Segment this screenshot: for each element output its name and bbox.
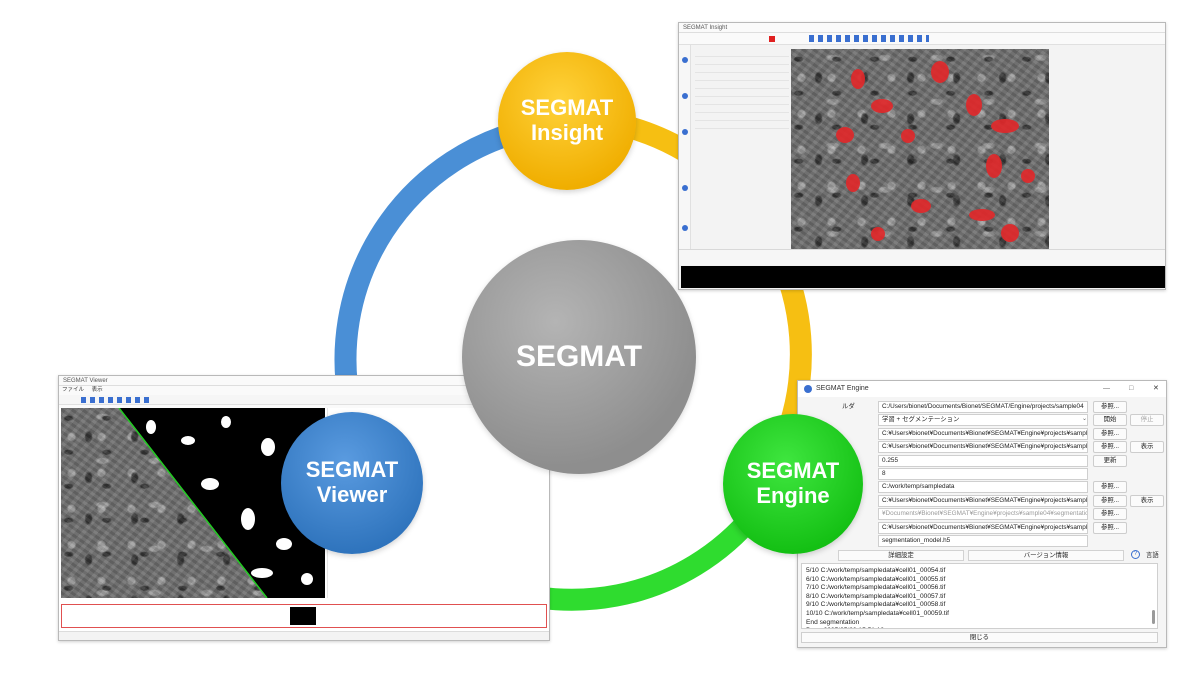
viewer-thumbnail-strip[interactable] bbox=[61, 604, 547, 628]
engine-field[interactable]: C:/Users/bionet/Documents/Bionet/SEGMAT/… bbox=[878, 401, 1088, 413]
center-label: SEGMAT bbox=[515, 340, 643, 374]
insight-param-panel[interactable] bbox=[695, 49, 789, 133]
engine-titlebar: SEGMAT Engine — □ ✕ bbox=[798, 381, 1166, 397]
engine-row-button[interactable]: 参照... bbox=[1093, 427, 1127, 440]
nav-icon[interactable] bbox=[682, 93, 688, 99]
engine-row-button[interactable]: 表示 bbox=[1130, 441, 1164, 454]
chevron-down-icon[interactable]: ⌄ bbox=[1082, 416, 1088, 423]
engine-row-button[interactable]: 停止 bbox=[1130, 414, 1164, 427]
engine-line1: SEGMAT bbox=[746, 458, 840, 484]
insight-title: SEGMAT Insight bbox=[683, 25, 728, 31]
tool-icons[interactable] bbox=[809, 35, 929, 42]
viewer-tool-icons[interactable] bbox=[81, 397, 153, 403]
nav-icon[interactable] bbox=[682, 185, 688, 191]
engine-title: SEGMAT Engine bbox=[816, 385, 869, 392]
engine-line2: Engine bbox=[756, 483, 830, 508]
tab-version-info[interactable]: バージョン情報 bbox=[968, 550, 1124, 561]
viewer-menubar[interactable]: ファイル 表示 bbox=[59, 386, 549, 395]
engine-field[interactable]: 学習 + セグメンテーション bbox=[878, 414, 1088, 427]
viewer-statusbar bbox=[59, 631, 549, 640]
insight-bottom-panel bbox=[679, 249, 1165, 265]
engine-row-button[interactable]: 参照... bbox=[1093, 481, 1127, 494]
menu-file[interactable]: ファイル bbox=[62, 387, 85, 393]
engine-row-button[interactable]: 表示 bbox=[1130, 494, 1164, 507]
engine-row-button[interactable]: 開始 bbox=[1093, 414, 1127, 427]
insight-line2: Insight bbox=[530, 120, 604, 145]
engine-field[interactable]: segmentation_model.h5 bbox=[878, 535, 1088, 547]
nav-icon[interactable] bbox=[682, 57, 688, 63]
close-button[interactable]: 閉じる bbox=[801, 632, 1158, 643]
engine-row-button[interactable]: 更新 bbox=[1093, 454, 1127, 467]
viewer-title: SEGMAT Viewer bbox=[63, 378, 108, 384]
log-line: Done 2025/05/20 15:51:12 bbox=[806, 627, 1157, 628]
engine-row-button[interactable]: 参照... bbox=[1093, 521, 1127, 534]
engine-row-button[interactable]: 参照... bbox=[1093, 508, 1127, 521]
language-label[interactable]: 言語 bbox=[1146, 552, 1159, 559]
log-line: 8/10 C:/work/temp/sampledata¥cell01_0005… bbox=[806, 592, 946, 600]
engine-field[interactable]: ¥Documents¥Bionet¥SEGMAT¥Engine¥projects… bbox=[878, 508, 1088, 521]
viewer-line2: Viewer bbox=[316, 482, 388, 507]
viewer-line1: SEGMAT bbox=[305, 457, 399, 483]
engine-field[interactable]: C:¥Users¥bionet¥Documents¥Bionet¥SEGMAT¥… bbox=[878, 427, 1088, 440]
split-line[interactable] bbox=[61, 408, 325, 598]
log-line: 9/10 C:/work/temp/sampledata¥cell01_0005… bbox=[806, 601, 946, 609]
minimize-icon[interactable]: — bbox=[1103, 385, 1110, 392]
engine-field[interactable]: C:/work/temp/sampledata bbox=[878, 481, 1088, 494]
insight-window: SEGMAT Insight bbox=[678, 22, 1166, 290]
log-scrollbar[interactable] bbox=[1152, 610, 1155, 624]
engine-field[interactable]: 0.255 bbox=[878, 454, 1088, 467]
engine-log[interactable]: 5/10 C:/work/temp/sampledata¥cell01_0005… bbox=[801, 563, 1158, 629]
folder-label: ルダ bbox=[842, 403, 855, 410]
help-icon[interactable]: ? bbox=[1131, 550, 1140, 559]
engine-row-button[interactable]: 参照... bbox=[1093, 494, 1127, 507]
nav-icon[interactable] bbox=[682, 225, 688, 231]
close-icon[interactable]: ✕ bbox=[1153, 385, 1159, 392]
center-circle: SEGMAT bbox=[462, 240, 696, 474]
thumbnail[interactable] bbox=[290, 607, 316, 625]
insight-timeline[interactable] bbox=[681, 266, 1165, 288]
ring-arc-blue bbox=[334, 117, 546, 421]
engine-field[interactable]: C:¥Users¥bionet¥Documents¥Bionet¥SEGMAT¥… bbox=[878, 441, 1088, 454]
viewer-toolbar[interactable] bbox=[59, 395, 549, 405]
log-line: End segmentation bbox=[806, 618, 860, 626]
record-icon[interactable] bbox=[769, 36, 775, 42]
app-icon bbox=[804, 385, 812, 393]
log-line: 5/10 C:/work/temp/sampledata¥cell01_0005… bbox=[806, 567, 946, 574]
maximize-icon[interactable]: □ bbox=[1129, 385, 1134, 392]
engine-row-button[interactable]: 参照... bbox=[1093, 401, 1127, 413]
insight-em-image bbox=[791, 49, 1049, 259]
engine-row-button[interactable]: 参照... bbox=[1093, 441, 1127, 454]
engine-field[interactable]: C:¥Users¥bionet¥Documents¥Bionet¥SEGMAT¥… bbox=[878, 494, 1088, 507]
insight-toolbar[interactable] bbox=[679, 33, 1165, 45]
engine-field[interactable]: 8 bbox=[878, 468, 1088, 480]
log-line: 7/10 C:/work/temp/sampledata¥cell01_0005… bbox=[806, 584, 946, 592]
insight-line1: SEGMAT bbox=[520, 95, 614, 121]
engine-field[interactable]: C:¥Users¥bionet¥Documents¥Bionet¥SEGMAT¥… bbox=[878, 521, 1088, 534]
insight-titlebar: SEGMAT Insight bbox=[679, 23, 1165, 33]
nav-icon[interactable] bbox=[682, 129, 688, 135]
insight-sidebar[interactable] bbox=[679, 45, 691, 265]
menu-view[interactable]: 表示 bbox=[91, 387, 103, 393]
log-line: 10/10 C:/work/temp/sampledata¥cell01_000… bbox=[806, 609, 949, 617]
viewer-titlebar: SEGMAT Viewer bbox=[59, 376, 549, 386]
log-line: 6/10 C:/work/temp/sampledata¥cell01_0005… bbox=[806, 575, 946, 583]
tab-detail-settings[interactable]: 詳細設定 bbox=[838, 550, 964, 561]
